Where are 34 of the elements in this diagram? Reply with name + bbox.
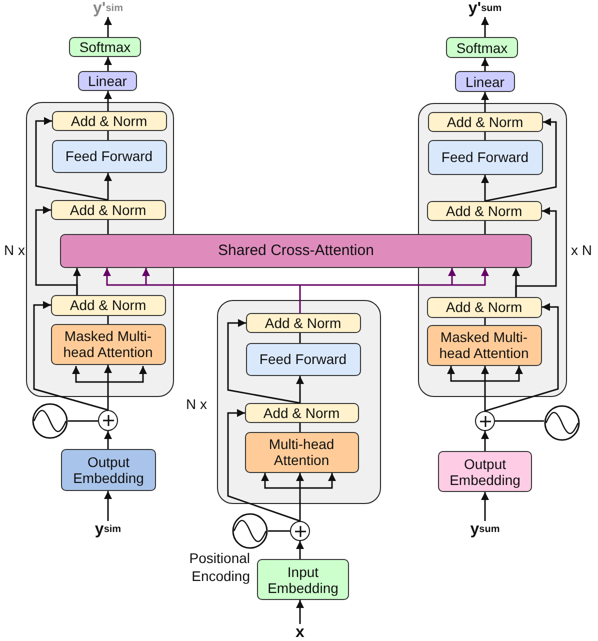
layer-box: Add & Norm [426,200,542,220]
layer-box: Input Embedding [257,559,349,600]
positional-encoding-circle [232,513,268,549]
layer-box: Add & Norm [246,312,360,332]
layer-box: Softmax [69,37,141,57]
layer-box: Add & Norm [50,200,166,220]
layer-box: Shared Cross-Attention [60,234,532,268]
layer-stack-panel [217,300,381,504]
adder-circle [98,410,118,431]
repeat-label: N x [4,242,25,258]
layer-box: Output Embedding [61,449,156,491]
variable-label: x [290,624,310,641]
adder-circle [290,521,310,541]
caption-label: Positional Encoding [188,549,250,585]
layer-box: Multi-head Attention [244,432,358,472]
layer-box: Masked Multi-head Attention [426,324,542,366]
layer-box: Add & Norm [52,110,166,130]
layer-box: Feed Forward [428,140,542,174]
layer-box: Add & Norm [244,402,358,422]
layer-box: Feed Forward [246,342,360,376]
layer-box: Add & Norm [428,112,542,132]
positional-encoding-circle [32,403,68,439]
positional-encoding-circle [544,405,580,441]
layer-box: Feed Forward [52,140,166,172]
adder-circle [475,411,495,431]
layer-box: Masked Multi-head Attention [50,324,166,364]
layer-box: Linear [455,71,515,92]
repeat-label: x N [571,242,592,258]
repeat-label: N x [186,396,207,412]
layer-box: Add & Norm [50,294,166,316]
layer-box: Add & Norm [426,296,542,318]
layer-box: Linear [78,71,137,91]
layer-box: Softmax [446,37,518,58]
layer-box: Output Embedding [438,451,532,492]
